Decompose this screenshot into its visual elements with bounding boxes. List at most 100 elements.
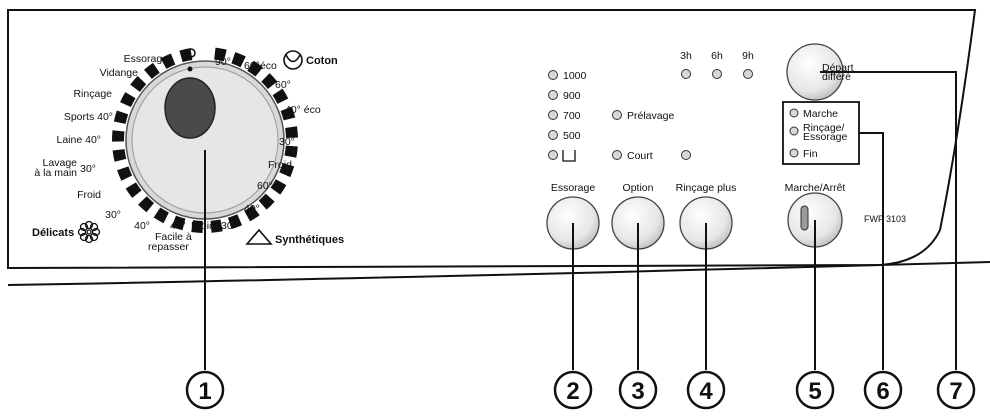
dial-off-marker xyxy=(186,48,196,58)
callout-5: 5 xyxy=(795,370,835,410)
label-coton-60: 60° xyxy=(275,79,291,91)
callout-6: 6 xyxy=(863,370,903,410)
dial-tick-segment xyxy=(179,48,193,63)
svg-text:Prélavage: Prélavage xyxy=(627,110,674,122)
dial-ticks xyxy=(112,47,298,233)
callout-3: 3 xyxy=(618,370,658,410)
dial-tick-segment xyxy=(214,47,227,62)
svg-text:Marche: Marche xyxy=(803,108,838,120)
label-90: 90° xyxy=(215,56,231,68)
svg-text:Essorage: Essorage xyxy=(803,131,848,143)
delicate-category: Délicats xyxy=(32,220,101,244)
svg-text:3: 3 xyxy=(631,378,644,405)
dial-tick-segment xyxy=(279,163,295,178)
label-sports40: Sports 40° xyxy=(64,111,113,123)
flower-icon xyxy=(77,220,101,244)
callout-1: 1 xyxy=(185,370,225,410)
label-synth-froid: Froid xyxy=(191,220,215,232)
led-6h xyxy=(712,69,722,79)
label-coton-40eco: 40° éco xyxy=(285,104,321,116)
dial-tick-segment xyxy=(160,53,176,69)
dial-tick-segment xyxy=(130,75,147,92)
spin-speed-indicators: 1000 900 700 500 xyxy=(548,70,587,162)
svg-text:Rinçage/: Rinçage/ xyxy=(803,122,845,134)
led-700: 700 xyxy=(548,110,581,122)
svg-text:500: 500 xyxy=(563,130,581,142)
label-delicat-froid: Froid xyxy=(77,189,101,201)
dial-tick-segment xyxy=(153,207,169,224)
label-6h: 6h xyxy=(711,50,723,62)
svg-text:6: 6 xyxy=(876,378,889,405)
cotton-icon xyxy=(283,50,303,70)
callout-lines xyxy=(204,71,957,370)
svg-text:900: 900 xyxy=(563,90,581,102)
label-synth-30: 30° xyxy=(221,220,237,232)
delicate-label: Délicats xyxy=(32,227,74,239)
label-coton-30: 30° xyxy=(279,136,295,148)
dial-tick-segment xyxy=(112,149,127,162)
cotton-label: Coton xyxy=(306,55,338,67)
label-main-30: 30° xyxy=(80,163,96,175)
svg-text:4: 4 xyxy=(699,378,713,405)
marche-arret-label: Marche/Arrêt xyxy=(785,182,846,194)
led-no-spin xyxy=(548,150,576,162)
dial-tick-segment xyxy=(261,73,278,90)
svg-text:2: 2 xyxy=(566,378,579,405)
dial-pointer-dot xyxy=(187,66,193,72)
synthetic-icon xyxy=(245,228,273,245)
dial-tick-segment xyxy=(272,88,289,104)
dial-labels-top: 90° 60°éco xyxy=(215,56,277,72)
label-a-la-main: à la main xyxy=(34,167,77,179)
svg-text:700: 700 xyxy=(563,110,581,122)
callout-markers: 1 2 3 4 5 6 7 xyxy=(185,370,976,410)
led-3h xyxy=(681,69,691,79)
dial-labels-left: Essorage Vidange Rinçage Sports 40° Lain… xyxy=(34,53,168,232)
dial-tick-segment xyxy=(228,214,243,230)
dial-tick-segment xyxy=(210,219,223,233)
label-rincage: Rinçage xyxy=(73,88,112,100)
led-500: 500 xyxy=(548,130,581,142)
callout-4: 4 xyxy=(686,370,726,410)
dial-tick-segment xyxy=(244,205,260,222)
label-synth-60: 60° xyxy=(257,180,273,192)
dial-tick-segment xyxy=(125,182,142,198)
dial-tick-segment xyxy=(112,130,125,142)
dial-tick-segment xyxy=(247,60,263,77)
label-coton-froid: Froid xyxy=(268,159,292,171)
label-3h: 3h xyxy=(680,50,692,62)
dial-tick-segment xyxy=(284,145,298,158)
dial-tick-segment xyxy=(285,126,298,138)
option-indicators: Prélavage Court xyxy=(612,110,691,162)
dial-labels-right: 60° 40° éco 30° Froid 60° 40° 30° xyxy=(221,79,321,232)
led-1000: 1000 xyxy=(548,70,587,82)
led-rincage-plus xyxy=(681,150,691,160)
dial-tick-segment xyxy=(258,193,275,210)
dial-tick-segment xyxy=(138,196,155,213)
dial-tick-segment xyxy=(143,62,160,79)
dial-tick-segment xyxy=(270,179,287,195)
delay-indicators: 3h 6h 9h xyxy=(680,50,754,79)
status-indicators: Marche Rinçage/ Essorage Fin xyxy=(782,101,860,165)
dial-tick-segment xyxy=(191,220,203,233)
label-synth-40: 40° xyxy=(244,203,260,215)
program-dial[interactable] xyxy=(112,47,298,233)
dial-tick-segment xyxy=(120,92,136,108)
svg-text:7: 7 xyxy=(949,378,962,405)
led-900: 900 xyxy=(548,90,581,102)
power-indicator-icon xyxy=(800,205,809,231)
svg-text:1: 1 xyxy=(198,378,211,405)
tub-icon xyxy=(562,150,576,162)
label-lavage: Lavage xyxy=(43,157,78,169)
svg-text:1000: 1000 xyxy=(563,70,587,82)
panel-outline xyxy=(7,9,990,286)
dial-tick-segment xyxy=(113,110,129,124)
label-60eco: 60°éco xyxy=(244,60,277,72)
led-marche: Marche xyxy=(789,108,838,120)
label-delicat-40: 40° xyxy=(134,220,150,232)
led-fin: Fin xyxy=(789,148,818,160)
led-prelavage: Prélavage xyxy=(612,110,674,122)
callout-2: 2 xyxy=(553,370,593,410)
led-rincage-essorage: Rinçage/ Essorage xyxy=(789,122,848,143)
model-label: FWF 3103 xyxy=(864,214,906,224)
